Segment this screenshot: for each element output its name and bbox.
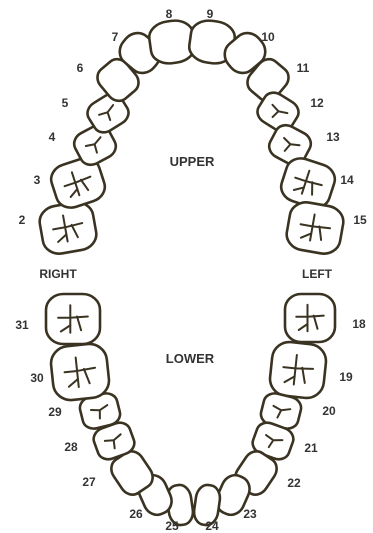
tooth-number-8: 8 xyxy=(166,7,173,21)
tooth-number-25: 25 xyxy=(165,519,179,533)
tooth-number-29: 29 xyxy=(48,405,62,419)
tooth-15-crown xyxy=(284,200,346,257)
tooth-19 xyxy=(268,340,327,399)
tooth-number-27: 27 xyxy=(82,475,96,489)
tooth-number-18: 18 xyxy=(352,317,366,331)
tooth-number-13: 13 xyxy=(326,130,340,144)
tooth-31-crown xyxy=(46,294,100,344)
tooth-number-23: 23 xyxy=(243,507,257,521)
tooth-number-30: 30 xyxy=(30,371,44,385)
tooth-number-11: 11 xyxy=(297,61,310,75)
tooth-number-2: 2 xyxy=(19,213,26,227)
tooth-number-15: 15 xyxy=(353,213,367,227)
tooth-number-14: 14 xyxy=(340,173,354,187)
tooth-number-20: 20 xyxy=(322,404,336,418)
tooth-number-7: 7 xyxy=(112,30,119,44)
tooth-number-22: 22 xyxy=(287,476,301,490)
lower-arch-label: LOWER xyxy=(166,351,215,366)
tooth-18-crown xyxy=(285,294,335,342)
teeth-layer xyxy=(37,18,346,526)
tooth-number-5: 5 xyxy=(62,96,69,110)
tooth-number-19: 19 xyxy=(339,370,353,384)
tooth-number-9: 9 xyxy=(207,7,214,21)
tooth-number-6: 6 xyxy=(77,61,84,75)
right-side-label: RIGHT xyxy=(39,267,77,281)
tooth-number-21: 21 xyxy=(304,441,318,455)
upper-arch-label: UPPER xyxy=(170,154,215,169)
tooth-31 xyxy=(46,294,100,344)
tooth-number-12: 12 xyxy=(310,96,324,110)
left-side-label: LEFT xyxy=(302,267,333,281)
tooth-number-4: 4 xyxy=(49,130,56,144)
tooth-30-crown xyxy=(49,342,110,402)
tooth-number-28: 28 xyxy=(64,440,78,454)
tooth-30 xyxy=(49,342,110,402)
tooth-number-31: 31 xyxy=(15,318,29,332)
tooth-number-10: 10 xyxy=(261,30,275,44)
tooth-number-24: 24 xyxy=(205,519,219,533)
tooth-number-3: 3 xyxy=(34,173,41,187)
tooth-number-26: 26 xyxy=(129,507,143,521)
tooth-15 xyxy=(284,200,346,257)
tooth-19-crown xyxy=(268,340,327,399)
tooth-18 xyxy=(285,294,335,342)
